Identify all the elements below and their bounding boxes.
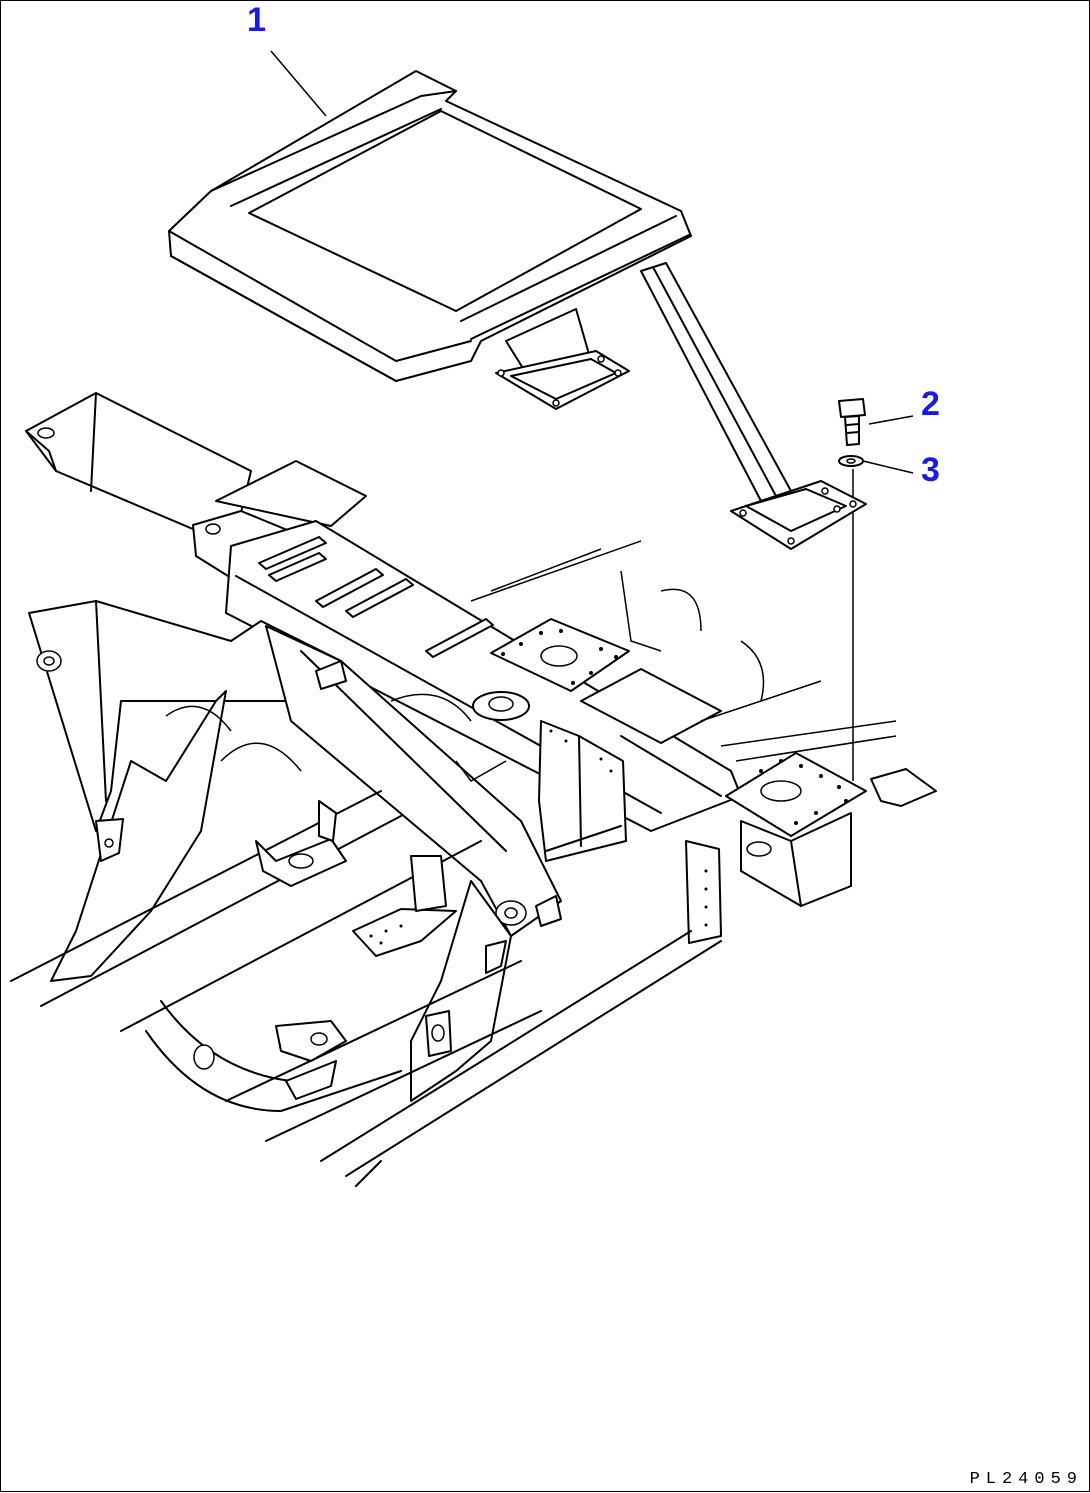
callout-2-label: 2 [921,385,940,423]
main-frame [10,392,937,1187]
callout-1-label: 1 [247,1,266,39]
leader-lines [270,50,914,781]
bolt-part-2 [838,398,866,446]
drawing-number: PL24059 [969,1470,1083,1489]
canopy-part-1 [168,70,867,550]
washer-part-3 [838,455,864,467]
callout-3-label: 3 [921,451,940,489]
